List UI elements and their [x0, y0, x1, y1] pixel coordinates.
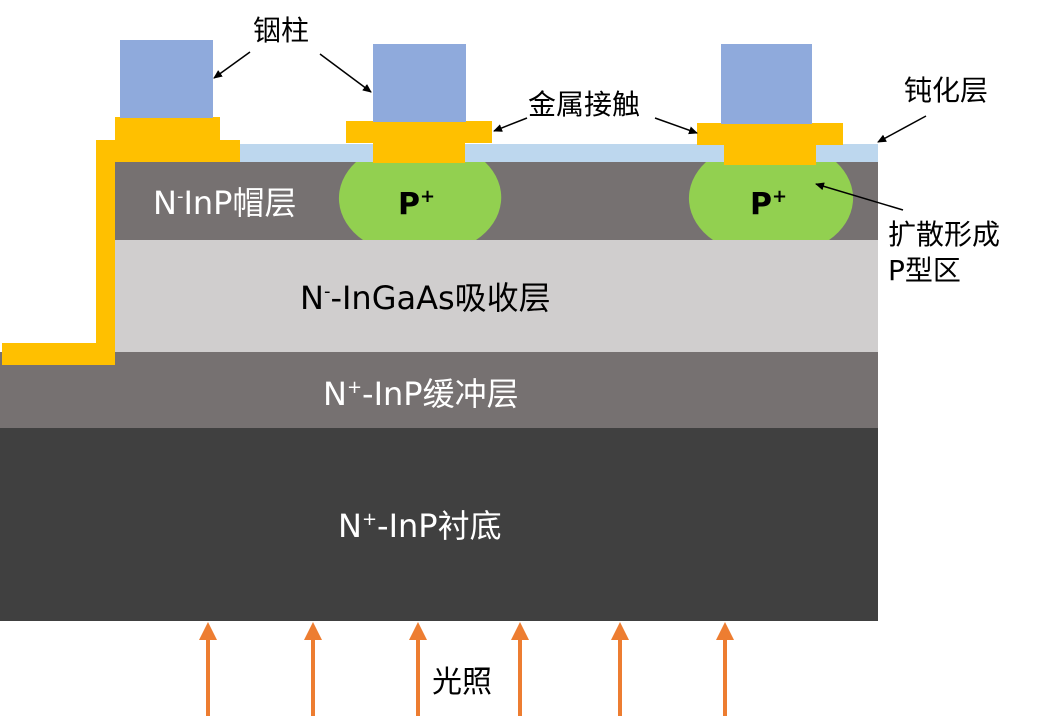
- indium-bump-label: 铟柱: [253, 14, 309, 47]
- metal-contact-right-top: [697, 123, 843, 145]
- light-arrow-4: [511, 622, 529, 716]
- illumination-label: 光照: [432, 665, 492, 700]
- diffusion-label-line2: P型区: [888, 254, 961, 287]
- light-arrow-5: [611, 622, 629, 716]
- pointer-metal-middle: [493, 117, 528, 132]
- buffer-layer: [0, 352, 878, 428]
- indium-bump-middle: [373, 44, 466, 122]
- metal-contact-label: 金属接触: [528, 88, 640, 121]
- light-arrow-6: [716, 622, 734, 716]
- p-region-left-label: P+: [398, 186, 435, 222]
- indium-bump-left: [120, 40, 213, 118]
- p-region-right: [688, 162, 854, 240]
- buffer-layer-label: N+-InP缓冲层: [323, 375, 519, 413]
- cap-layer-label: N-InP帽层: [153, 184, 296, 222]
- metal-contact-left: [115, 117, 220, 142]
- illumination-arrows: [199, 622, 734, 716]
- absorption-layer-label: N--InGaAs吸收层: [300, 279, 551, 317]
- substrate-layer-label: N+-InP衬底: [338, 507, 502, 545]
- indium-bump-right: [721, 44, 812, 124]
- absorption-layer: [115, 240, 878, 352]
- pointer-diffusion: [815, 182, 904, 211]
- p-region-right-label: P+: [750, 186, 787, 222]
- substrate-layer: [0, 428, 878, 621]
- light-arrow-2: [304, 622, 322, 716]
- passivation-label: 钝化层: [904, 74, 988, 107]
- pointer-indium-middle: [319, 53, 372, 93]
- pointer-metal-right: [654, 117, 698, 135]
- light-arrow-3: [409, 622, 427, 716]
- metal-contact-right-bottom: [724, 145, 816, 165]
- p-region-left: [338, 162, 502, 240]
- metal-contact-middle-bottom: [373, 143, 465, 163]
- pointer-passivation: [877, 115, 927, 143]
- light-arrow-1: [199, 622, 217, 716]
- pointer-indium-left: [213, 51, 251, 79]
- metal-contact-middle-top: [346, 121, 492, 143]
- diffusion-label-line1: 扩散形成: [888, 218, 1000, 251]
